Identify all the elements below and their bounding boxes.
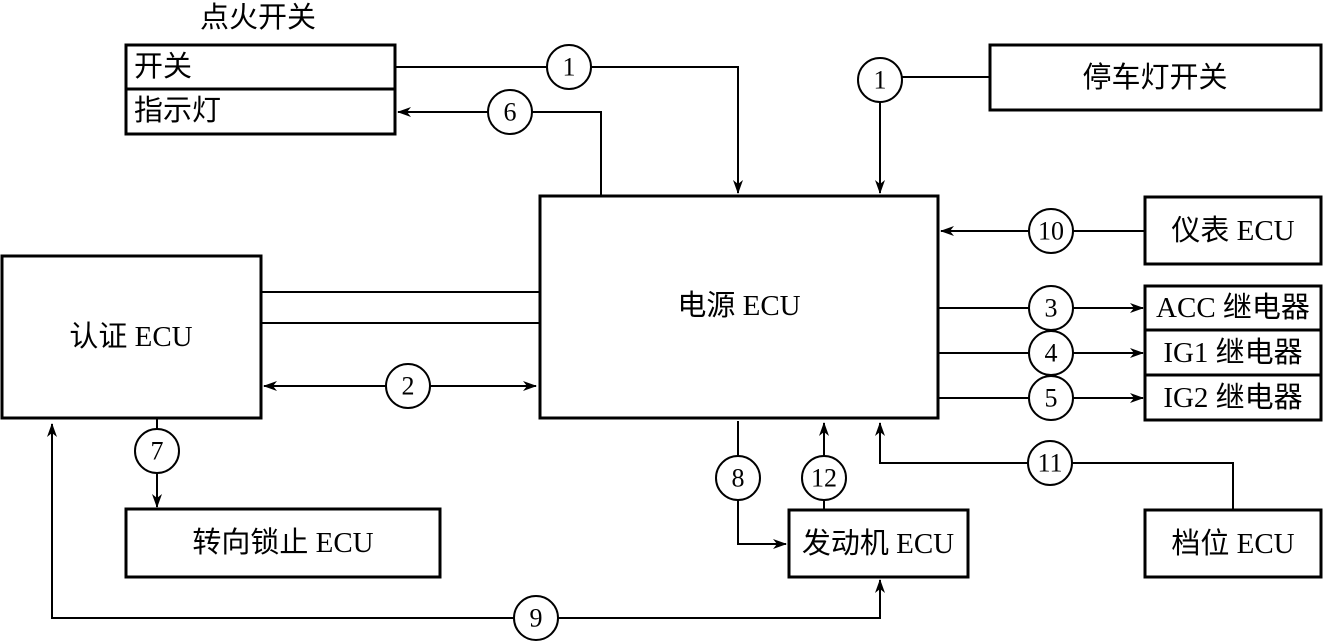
- signal-1b-label: 1: [874, 66, 887, 95]
- auth-ecu-box: [0, 254, 263, 420]
- signal-3: 3: [1028, 285, 1074, 331]
- signal-1a: 1: [546, 44, 592, 90]
- meter-ecu-label: 仪表 ECU: [1171, 214, 1294, 247]
- signal-12-circle: [801, 455, 847, 501]
- brake-switch-box: [988, 43, 1323, 112]
- connector-switch-to-power: [395, 66, 743, 194]
- steering-lock-ecu: 转向锁止 ECU: [124, 507, 442, 579]
- shift-ecu-label: 档位 ECU: [1171, 527, 1294, 560]
- power-ecu: 电源 ECU: [538, 194, 940, 420]
- signal-7-circle: [134, 428, 180, 474]
- signal-3-label: 3: [1045, 294, 1058, 323]
- ig1-relay-label: IG1 继电器: [1163, 336, 1302, 369]
- signal-1b-circle: [857, 57, 903, 103]
- engine-ecu-label: 发动机 ECU: [802, 527, 954, 560]
- ignition-switch-label: 开关: [134, 50, 192, 83]
- ignition-indicator-label: 指示灯: [134, 94, 221, 127]
- signal-10: 10: [1028, 208, 1074, 254]
- signal-2: 2: [385, 363, 431, 409]
- signal-6-circle: [487, 89, 533, 135]
- signal-5-circle: [1028, 375, 1074, 421]
- signal-2-label: 2: [402, 372, 415, 401]
- signal-1a-label: 1: [563, 53, 576, 82]
- signal-12: 12: [801, 455, 847, 501]
- signal-10-circle: [1028, 208, 1074, 254]
- signal-10-label: 10: [1038, 217, 1064, 246]
- signal-6: 6: [487, 89, 533, 135]
- signal-5: 5: [1028, 375, 1074, 421]
- power-ecu-label: 电源 ECU: [677, 289, 800, 322]
- signal-5-label: 5: [1045, 384, 1058, 413]
- signal-11-label: 11: [1037, 449, 1062, 478]
- signal-8: 8: [715, 455, 761, 501]
- engine-ecu-box: [787, 508, 970, 579]
- acc-relay-label: ACC 继电器: [1156, 291, 1310, 324]
- signal-markers: 1 6 1 10 3 4 5 2: [134, 44, 1074, 641]
- steering-lock-ecu-box: [124, 507, 442, 579]
- signal-1a-circle: [546, 44, 592, 90]
- auth-ecu: 认证 ECU: [0, 254, 263, 420]
- brake-switch-label: 停车灯开关: [1082, 61, 1227, 94]
- acc-relay-box: [1143, 284, 1323, 332]
- signal-7-label: 7: [151, 437, 164, 466]
- signal-11-circle: [1027, 440, 1073, 486]
- signal-4: 4: [1028, 330, 1074, 376]
- signal-9-label: 9: [530, 604, 543, 633]
- signal-8-label: 8: [732, 464, 745, 493]
- shift-ecu: 档位 ECU: [1143, 508, 1323, 579]
- ignition-switch-group: 点火开关 开关 指示灯: [124, 1, 397, 136]
- steering-lock-ecu-label: 转向锁止 ECU: [192, 526, 373, 559]
- power-ecu-box: [538, 194, 940, 420]
- engine-ecu: 发动机 ECU: [787, 508, 970, 579]
- signal-4-label: 4: [1045, 339, 1058, 368]
- meter-ecu: 仪表 ECU: [1143, 195, 1323, 266]
- ig1-relay-box: [1143, 328, 1323, 377]
- meter-ecu-box: [1143, 195, 1323, 266]
- connector-power-to-indicator: [397, 107, 602, 195]
- signal-7: 7: [134, 428, 180, 474]
- signal-9: 9: [513, 595, 559, 641]
- auth-ecu-label: 认证 ECU: [69, 320, 192, 353]
- signal-1b: 1: [857, 57, 903, 103]
- signal-12-label: 12: [811, 464, 837, 493]
- relays: ACC 继电器 IG1 继电器 IG2 继电器: [1143, 284, 1323, 422]
- signal-9-circle: [513, 595, 559, 641]
- ig2-relay-box: [1143, 373, 1323, 422]
- brake-switch: 停车灯开关: [988, 43, 1323, 112]
- signal-8-circle: [715, 455, 761, 501]
- ig2-relay-label: IG2 继电器: [1163, 381, 1302, 414]
- signal-11: 11: [1027, 440, 1073, 486]
- ignition-switch-title: 点火开关: [200, 1, 316, 34]
- signal-6-label: 6: [504, 98, 517, 127]
- signal-2-circle: [385, 363, 431, 409]
- shift-ecu-box: [1143, 508, 1323, 579]
